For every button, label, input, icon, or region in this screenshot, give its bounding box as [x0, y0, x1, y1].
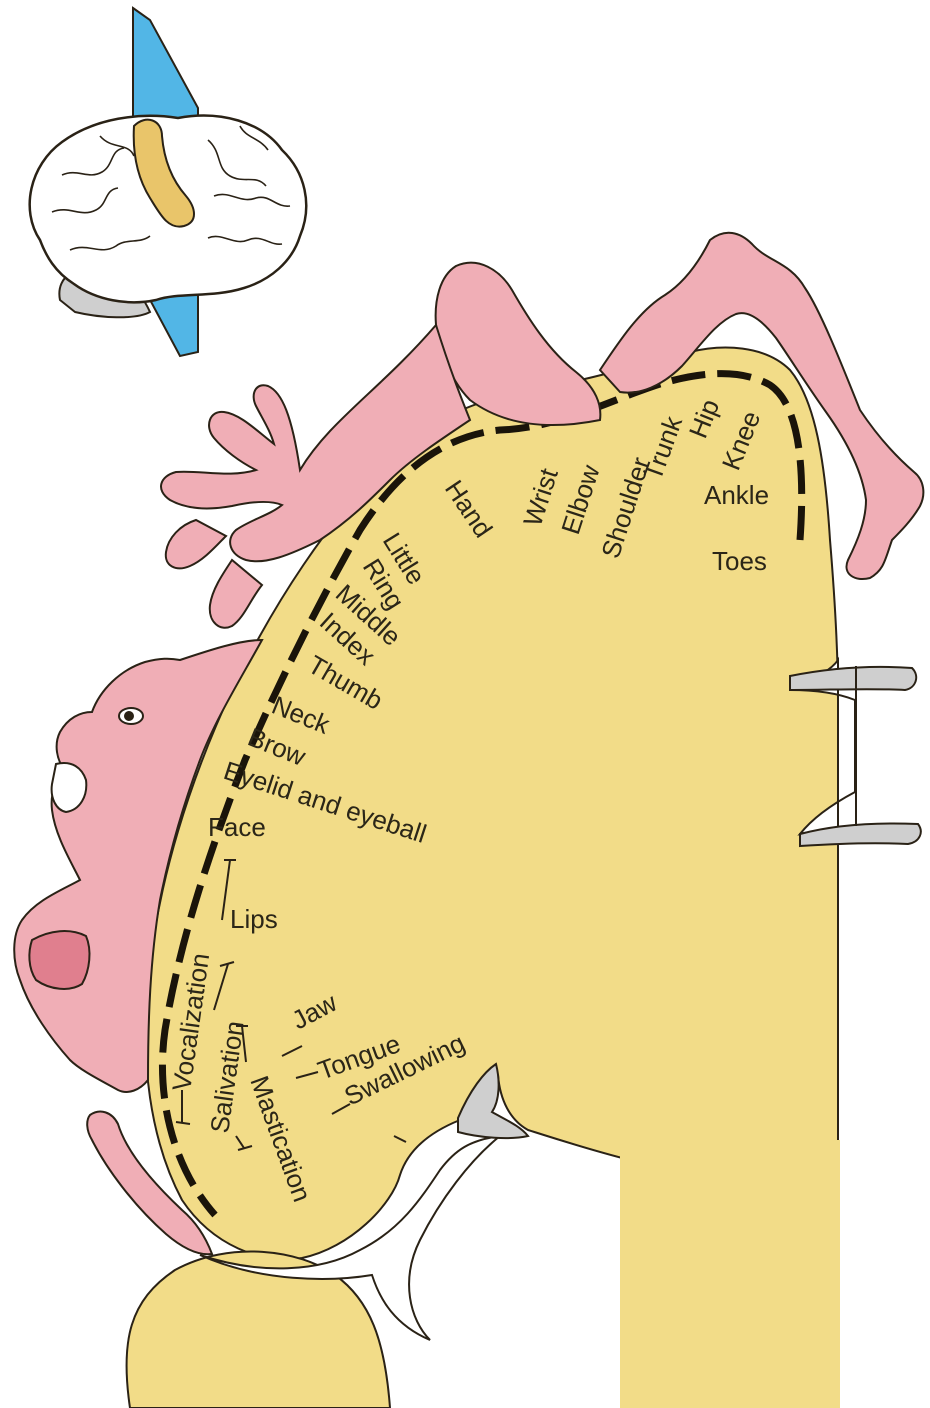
label-lips: Lips [230, 904, 278, 934]
brain-inset [30, 8, 307, 356]
label-toes: Toes [712, 546, 767, 576]
brain-icon [30, 116, 307, 318]
label-face: Face [208, 812, 266, 842]
label-ankle: Ankle [704, 480, 769, 510]
